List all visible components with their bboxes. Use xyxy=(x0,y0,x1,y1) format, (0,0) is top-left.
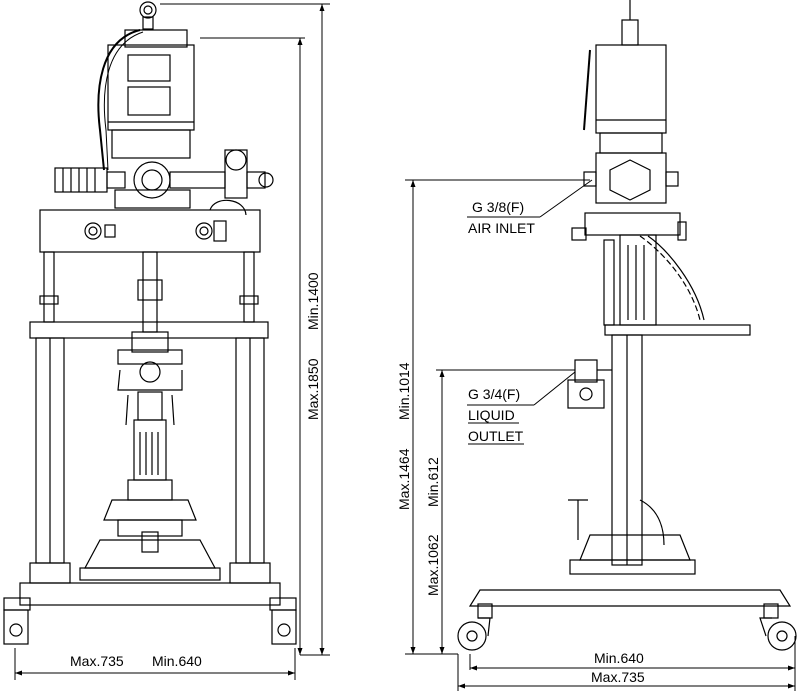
air-regulator xyxy=(54,149,274,209)
front-width-min: Min.640 xyxy=(152,653,202,669)
side-base xyxy=(468,589,792,619)
front-width-max: Max.735 xyxy=(70,653,124,669)
side-dimensions xyxy=(405,179,796,691)
cross-bar xyxy=(29,321,269,339)
side-tray xyxy=(604,324,751,336)
caster-wheel-icon xyxy=(3,609,29,645)
follower-plate xyxy=(79,539,221,581)
caster-wheel-icon xyxy=(457,617,491,651)
liquid-outlet-size: G 3/4(F) xyxy=(468,386,520,402)
liquid-outlet-fitting xyxy=(567,359,612,409)
lifting-eye-icon xyxy=(139,1,157,30)
outlet-height-max: Max.1062 xyxy=(425,534,441,596)
lift-columns xyxy=(29,337,271,584)
side-top-plate xyxy=(584,212,681,236)
liquid-outlet-label-1: LIQUID xyxy=(468,407,515,423)
side-view xyxy=(457,0,797,651)
front-height-min: Min.1400 xyxy=(305,272,321,330)
caster-wheel-icon xyxy=(759,617,797,651)
caster-wheel-icon xyxy=(271,609,297,645)
outlet-height-min: Min.612 xyxy=(425,457,441,507)
front-height-max: Max.1850 xyxy=(305,358,321,420)
air-motor xyxy=(107,29,195,159)
side-air-motor xyxy=(583,44,667,154)
front-dimensions xyxy=(14,3,330,680)
liquid-outlet-label-2: OUTLET xyxy=(468,428,524,444)
pump-shaft xyxy=(103,251,197,553)
side-depth-min: Min.640 xyxy=(594,650,644,666)
side-height-min: Min.1014 xyxy=(396,362,412,420)
side-depth-max: Max.735 xyxy=(591,669,645,685)
guide-rods xyxy=(39,251,259,323)
side-valve-block xyxy=(583,152,679,204)
air-inlet-size: G 3/8(F) xyxy=(472,199,524,215)
base-frame xyxy=(3,582,297,611)
air-inlet-label: AIR INLET xyxy=(468,220,535,236)
front-view xyxy=(3,1,297,645)
side-height-max: Max.1464 xyxy=(396,448,412,510)
